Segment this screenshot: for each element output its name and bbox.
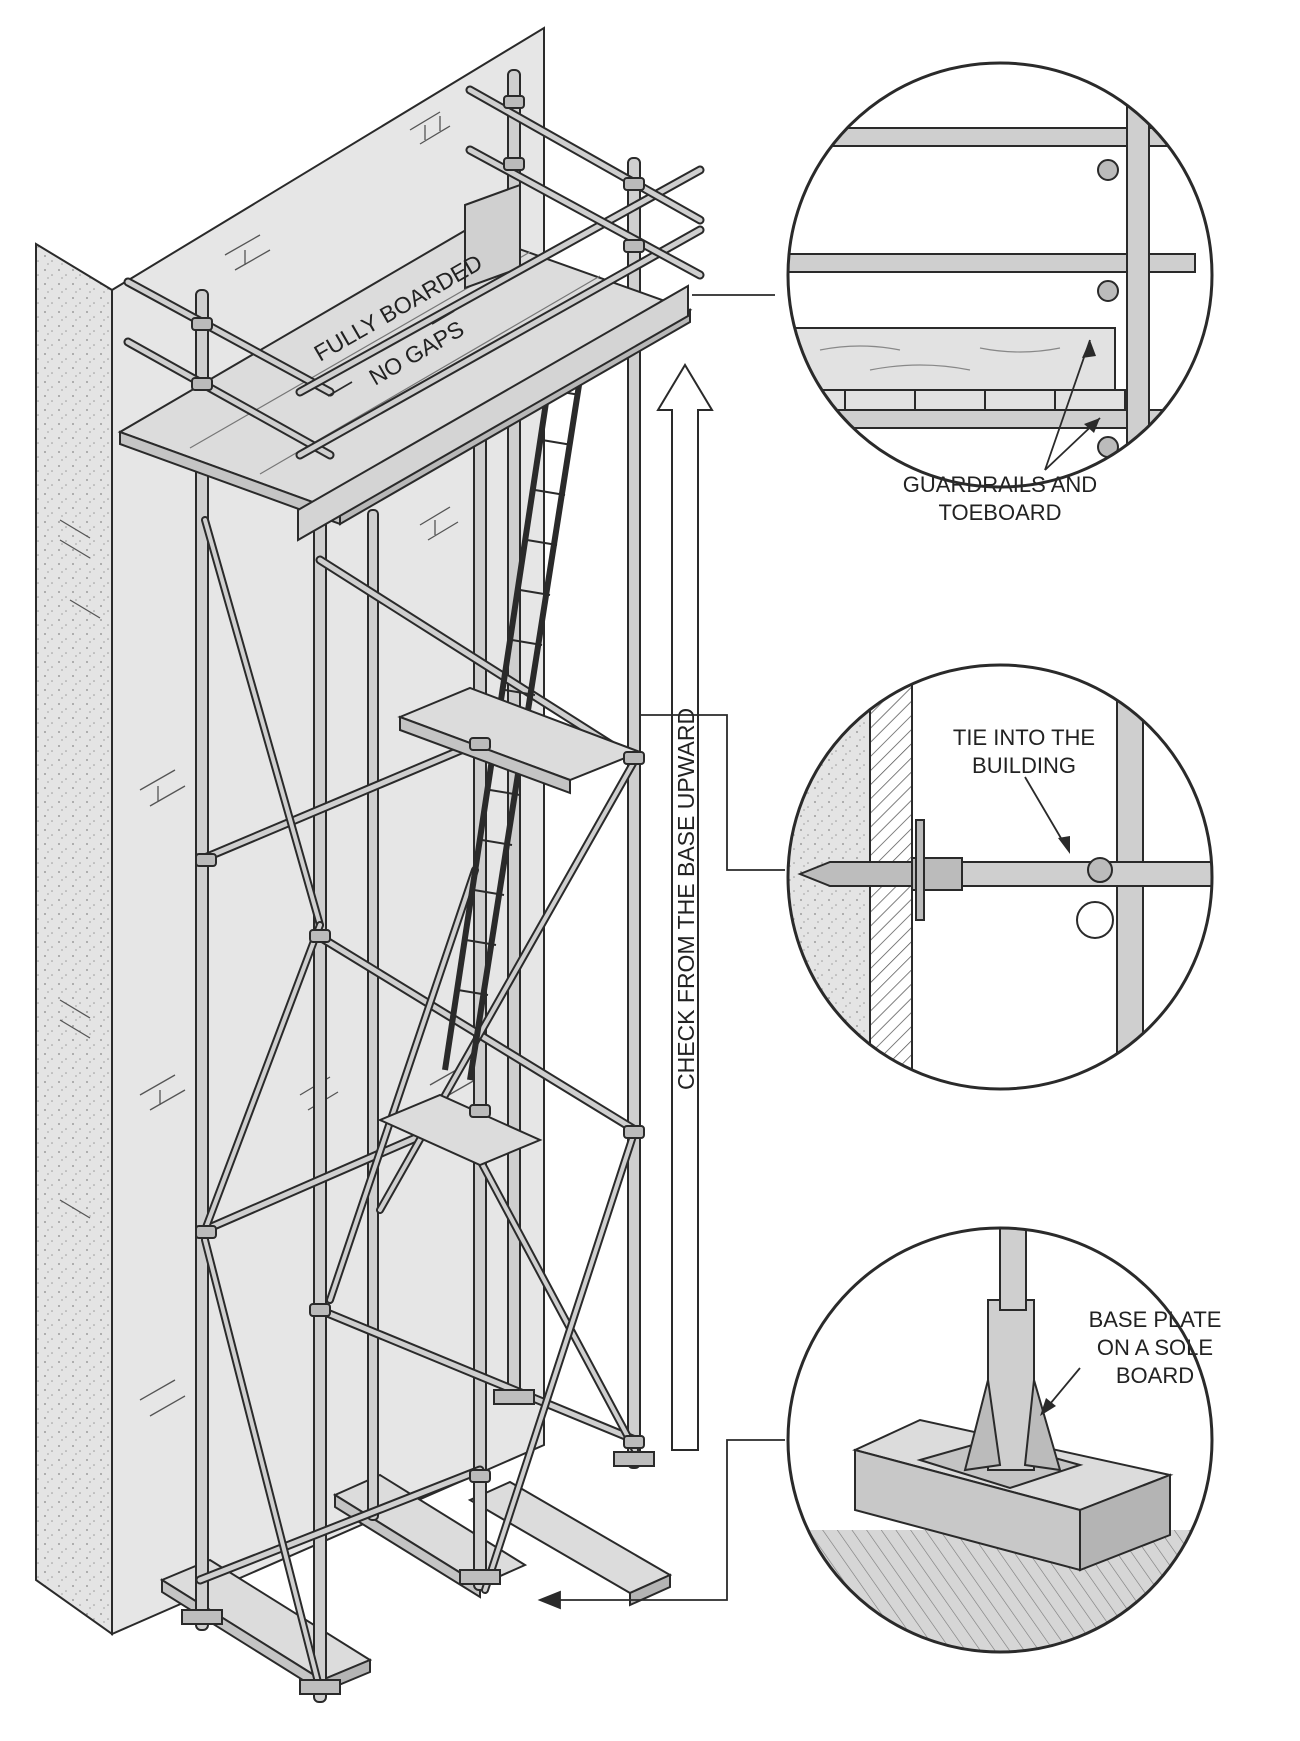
- detail-tie: TIE INTO THE BUILDING: [786, 663, 1214, 1091]
- callout-leaders: [537, 294, 785, 1610]
- couplers: [191, 95, 645, 1483]
- scaffold-tower: [117, 69, 705, 1703]
- detail-base-plate: BASE PLATE ON A SOLE BOARD: [786, 1226, 1222, 1654]
- label-base-3: BOARD: [1116, 1363, 1194, 1388]
- top-deck: [117, 183, 693, 542]
- label-check-from-base: CHECK FROM THE BASE UPWARD: [673, 708, 699, 1090]
- check-from-base-arrow: CHECK FROM THE BASE UPWARD: [656, 363, 714, 1451]
- tower-base-plates: [181, 1389, 655, 1695]
- label-tie-1: TIE INTO THE: [953, 725, 1095, 750]
- label-guardrails-2: TOEBOARD: [938, 500, 1061, 525]
- intermediate-platforms: [377, 686, 643, 1167]
- arrow-up-icon: [656, 363, 714, 1451]
- arrow-left-icon: [537, 1590, 561, 1610]
- detail-guardrails: GUARDRAILS AND TOEBOARD: [786, 61, 1214, 525]
- label-base-1: BASE PLATE: [1089, 1307, 1222, 1332]
- guardrails: [123, 85, 705, 460]
- wall-side-face: [35, 242, 113, 1636]
- toeboard-side: [297, 284, 689, 542]
- label-tie-2: BUILDING: [972, 753, 1076, 778]
- brick-marks: [59, 111, 476, 1417]
